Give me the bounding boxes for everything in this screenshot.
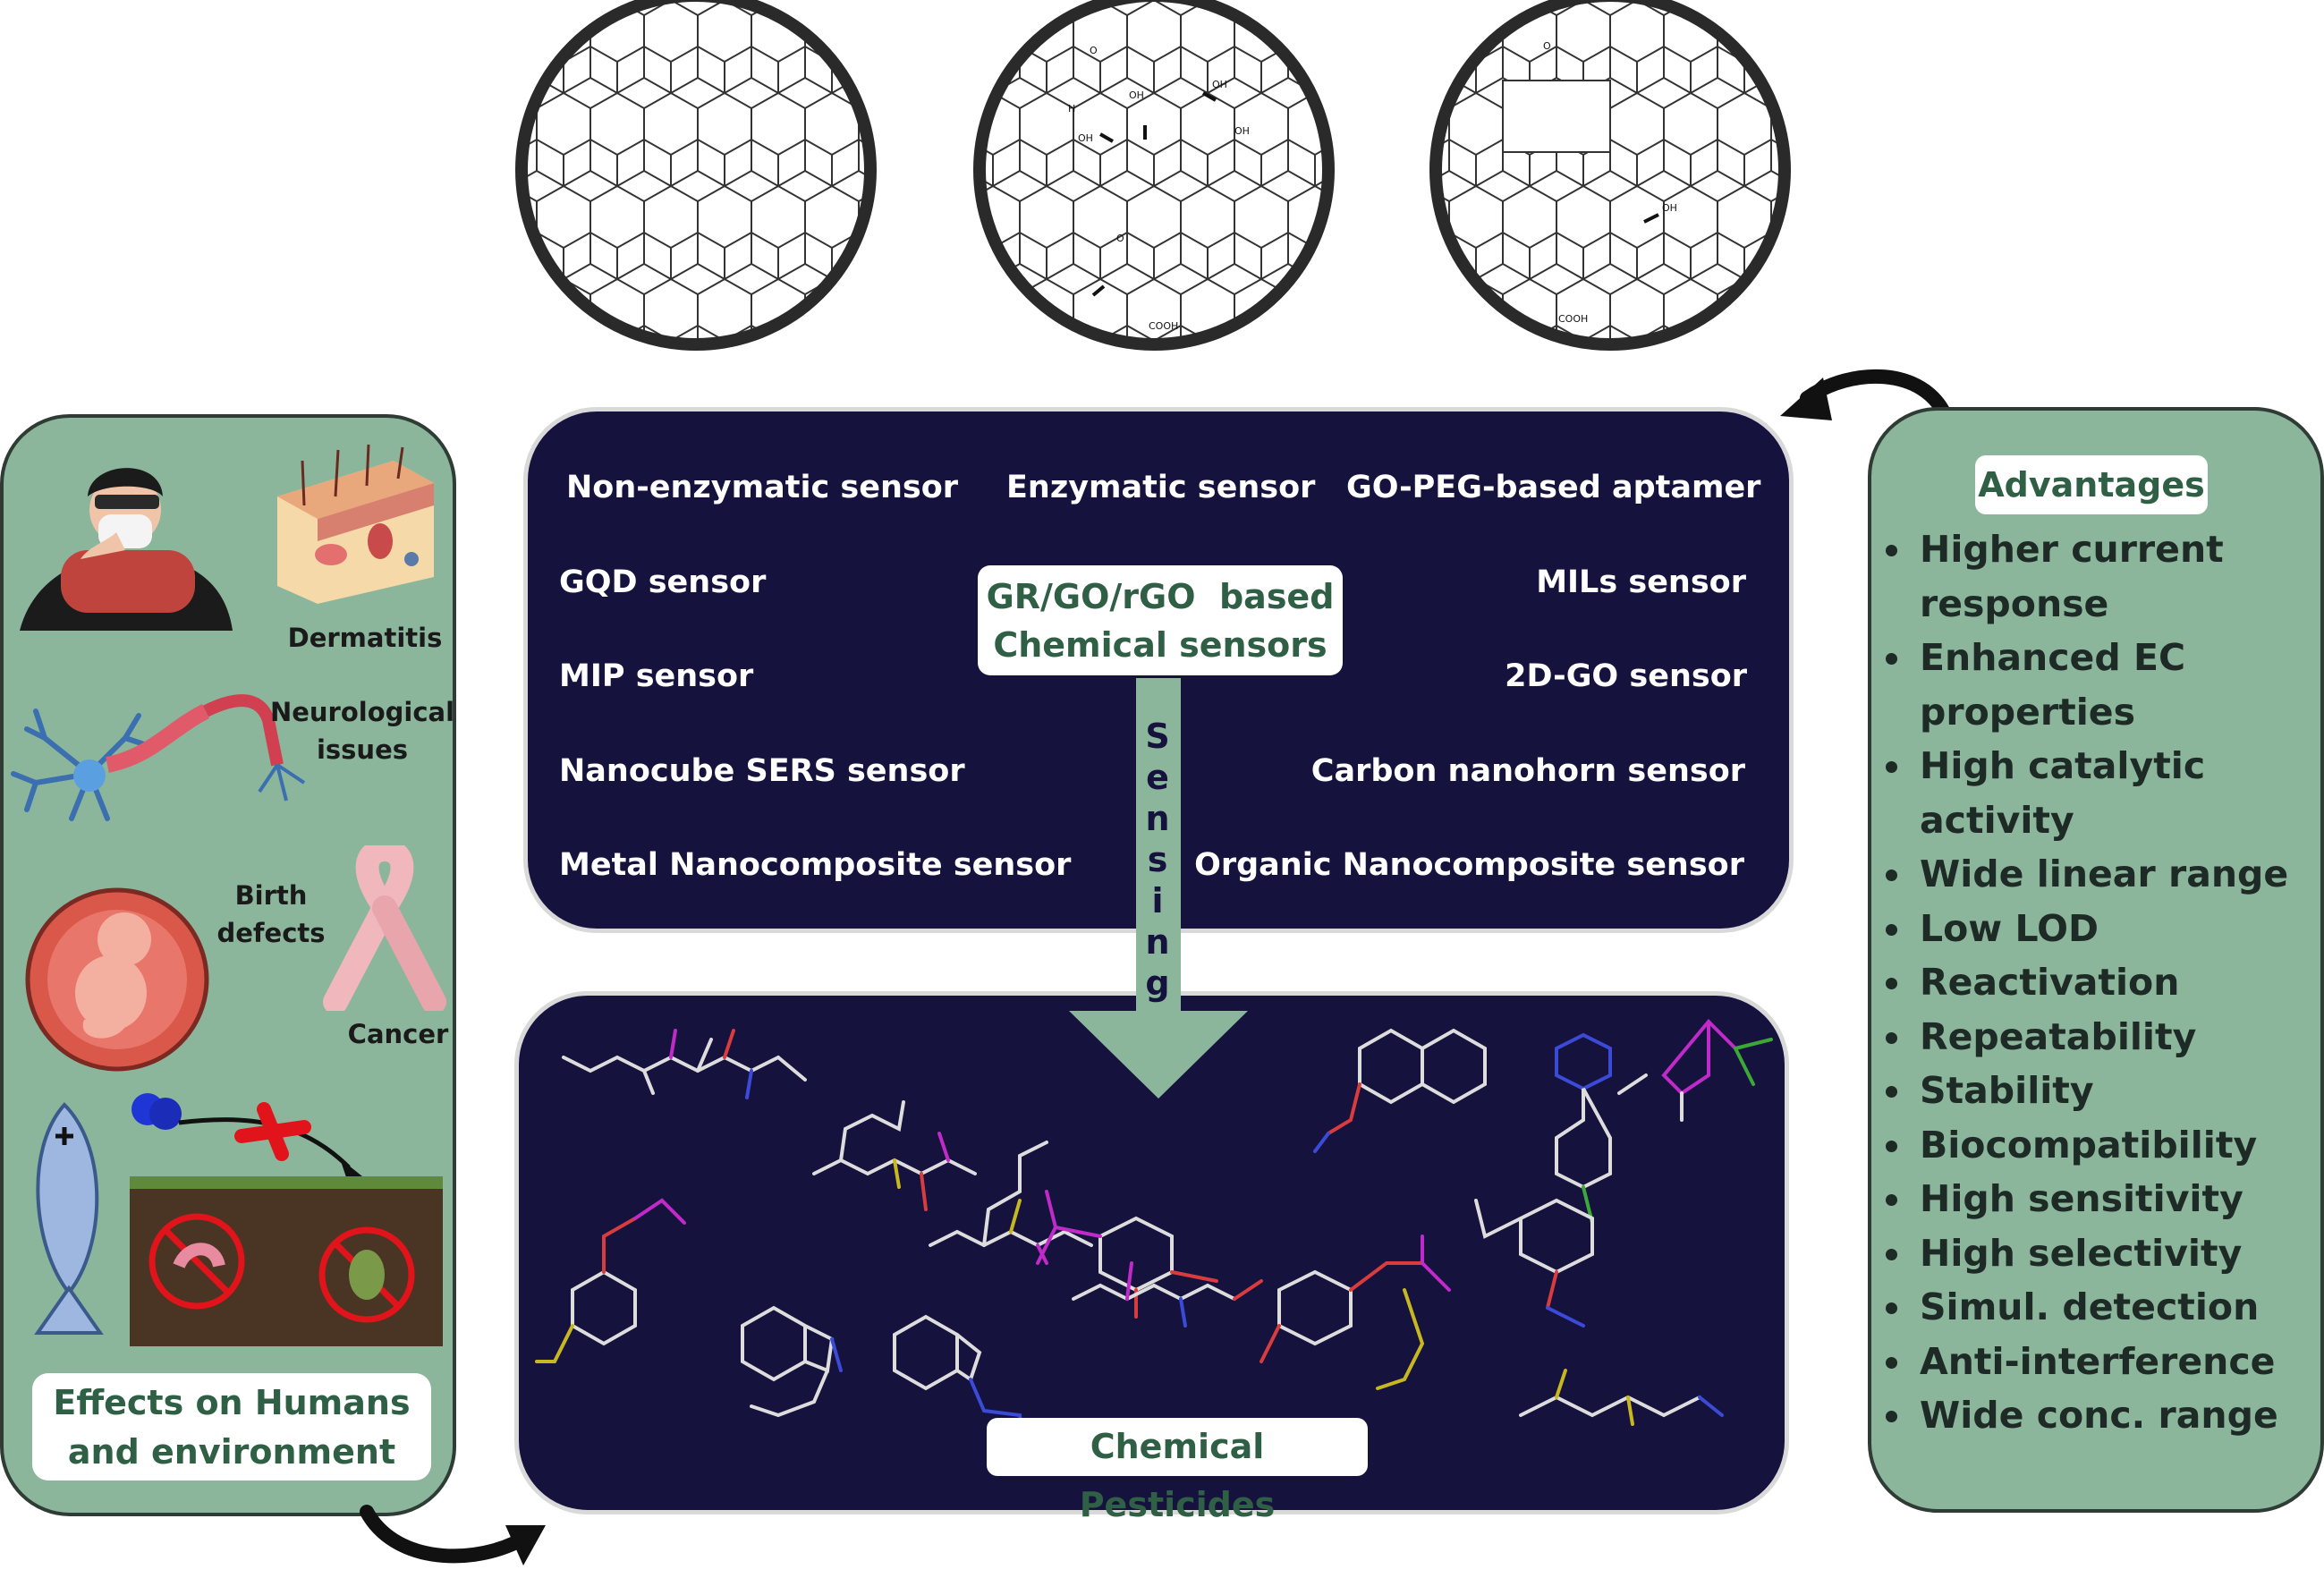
advantages-title: Advantages bbox=[1975, 455, 2208, 514]
advantage-item: Low LOD bbox=[1879, 902, 2317, 956]
graphene-structures: OH OH OH OH O O COOH H OH COOH O bbox=[515, 0, 1791, 351]
advantage-item: Higher current bbox=[1879, 522, 2317, 577]
curved-arrow-icon bbox=[1780, 369, 1953, 423]
soil-pollution-icon bbox=[130, 1093, 443, 1346]
dermatitis-label: Dermatitis bbox=[287, 623, 443, 653]
svg-text:COOH: COOH bbox=[1149, 320, 1178, 332]
sensor-label: Enzymatic sensor bbox=[1006, 470, 1316, 505]
pesticides-title: Chemical Pesticides bbox=[987, 1418, 1368, 1524]
sensor-label: Non-enzymatic sensor bbox=[566, 470, 958, 505]
svg-text:COOH: COOH bbox=[1558, 313, 1588, 325]
birth-defects-label: Birth defects bbox=[204, 877, 338, 952]
sensing-letter: n bbox=[1145, 922, 1170, 962]
sensor-label: Carbon nanohorn sensor bbox=[1310, 753, 1745, 789]
advantage-item: properties bbox=[1920, 690, 2135, 734]
sensing-letter: i bbox=[1151, 881, 1164, 920]
sensor-label: GO-PEG-based aptamer bbox=[1346, 470, 1761, 505]
svg-text:OH: OH bbox=[1234, 125, 1250, 137]
advantage-item: Stability bbox=[1879, 1064, 2317, 1118]
advantages-list: Higher current response Enhanced EC prop… bbox=[1879, 522, 2317, 1443]
neurological-line2: issues bbox=[316, 734, 409, 765]
advantage-item: Enhanced EC bbox=[1879, 631, 2317, 685]
sensor-label: 2D-GO sensor bbox=[1505, 658, 1747, 694]
sensor-label: Organic Nanocomposite sensor bbox=[1194, 847, 1744, 883]
svg-text:OH: OH bbox=[1212, 79, 1227, 90]
sensor-hub-title-line2: Chemical sensors bbox=[993, 625, 1327, 665]
advantage-item: High selectivity bbox=[1879, 1226, 2317, 1281]
advantage-item: Wide linear range bbox=[1879, 847, 2317, 902]
advantage-item: High catalytic bbox=[1879, 739, 2317, 793]
neuron-icon bbox=[11, 694, 306, 821]
advantages-panel bbox=[1868, 407, 2324, 1513]
reduced-graphene-oxide-circle: OH COOH O bbox=[1436, 0, 1785, 344]
curved-arrow-icon bbox=[360, 1505, 546, 1565]
graphene-oxide-circle: OH OH OH OH O O COOH H bbox=[980, 0, 1328, 344]
sensor-label: Metal Nanocomposite sensor bbox=[559, 847, 1072, 883]
birth-defects-line1: Birth bbox=[234, 880, 308, 911]
advantage-item: activity bbox=[1920, 798, 2074, 842]
advantage-item: Biocompatibility bbox=[1879, 1118, 2317, 1173]
skin-dermatitis-icon bbox=[277, 444, 434, 604]
sensing-letter: S bbox=[1145, 717, 1170, 756]
effects-title-line1: Effects on Humans bbox=[53, 1383, 411, 1422]
svg-text:O: O bbox=[1543, 40, 1551, 52]
effects-title-line2: and environment bbox=[67, 1432, 396, 1472]
sensor-hub-title: GR/GO/rGO based Chemical sensors bbox=[978, 565, 1343, 675]
svg-text:OH: OH bbox=[1662, 202, 1677, 214]
sensing-letter: s bbox=[1147, 840, 1168, 879]
sensor-label: GQD sensor bbox=[559, 564, 767, 600]
sensing-letter: n bbox=[1145, 799, 1170, 838]
cancer-label: Cancer bbox=[347, 1019, 449, 1049]
pesticide-molecules bbox=[535, 1019, 1773, 1466]
sensing-letter: e bbox=[1146, 758, 1169, 797]
advantage-item: High sensitivity bbox=[1879, 1172, 2317, 1226]
advantage-item: response bbox=[1920, 581, 2109, 625]
neurological-line1: Neurological bbox=[269, 697, 455, 727]
svg-text:O: O bbox=[1116, 233, 1124, 244]
sensing-letter: g bbox=[1145, 963, 1170, 1003]
svg-text:H: H bbox=[1068, 103, 1075, 115]
sensor-label: MILs sensor bbox=[1536, 564, 1746, 600]
sick-person-icon bbox=[20, 468, 233, 631]
birth-defects-line2: defects bbox=[216, 918, 326, 948]
sensing-arrow-icon bbox=[1069, 678, 1248, 1099]
fetus-icon bbox=[25, 887, 209, 1072]
advantage-item: Wide conc. range bbox=[1879, 1388, 2317, 1443]
advantage-item: Anti-interference bbox=[1879, 1335, 2317, 1389]
advantage-item: Simul. detection bbox=[1879, 1280, 2317, 1335]
sensing-label: S e n s i n g bbox=[1120, 716, 1195, 1004]
graphene-circle bbox=[522, 0, 870, 344]
advantage-item: Repeatability bbox=[1879, 1010, 2317, 1065]
svg-text:O: O bbox=[1090, 45, 1098, 56]
svg-text:OH: OH bbox=[1129, 89, 1144, 101]
sensor-label: MIP sensor bbox=[559, 658, 754, 694]
neurological-label: Neurological issues bbox=[268, 693, 456, 768]
cancer-ribbon-icon bbox=[323, 845, 446, 1011]
fish-icon bbox=[34, 1102, 104, 1335]
sensor-hub-title-line1: GR/GO/rGO based bbox=[986, 577, 1335, 616]
svg-text:OH: OH bbox=[1078, 132, 1093, 144]
advantage-item: Reactivation bbox=[1879, 955, 2317, 1010]
effects-title: Effects on Humans and environment bbox=[32, 1373, 431, 1480]
sensor-label: Nanocube SERS sensor bbox=[559, 753, 965, 789]
